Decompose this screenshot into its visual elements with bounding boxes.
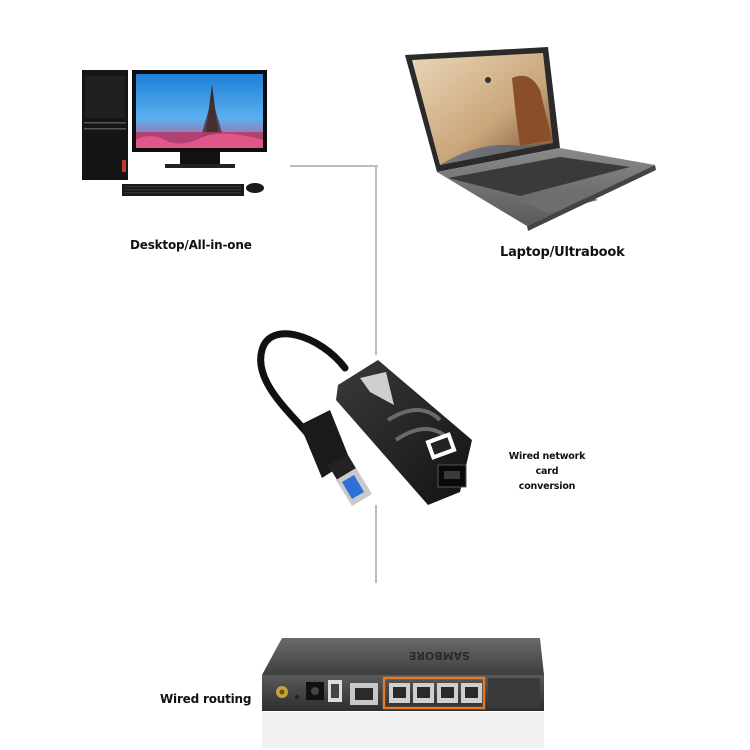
connector-line-vertical-top: [375, 165, 377, 355]
router-label: Wired routing: [160, 692, 252, 706]
adapter-label: Wired network card conversion: [497, 449, 597, 494]
adapter-cable: [257, 330, 349, 444]
laptop-touchpad: [520, 190, 598, 213]
laptop-keyboard: [448, 157, 630, 196]
usb-ethernet-adapter-image: [257, 330, 472, 506]
connector-line-horizontal: [290, 165, 378, 167]
connector-line-vertical-bottom: [375, 505, 377, 583]
laptop-label: Laptop/Ultrabook: [500, 245, 625, 260]
adapter-label-line-2: conversion: [518, 481, 576, 492]
router-lan-port-group: [382, 676, 486, 710]
router-brand-text: SAMBORE: [409, 649, 470, 662]
desktop-mouse: [246, 183, 264, 193]
laptop-image: [405, 47, 656, 231]
router-image: SAMBORE: [262, 638, 544, 748]
adapter-label-line-1: Wired network card: [508, 451, 586, 477]
router-reflection: [262, 712, 544, 748]
adapter-label-sticker: [360, 372, 394, 405]
desktop-computer-image: [82, 70, 267, 196]
router-top: [262, 638, 544, 675]
desktop-label: Desktop/All-in-one: [130, 238, 252, 252]
